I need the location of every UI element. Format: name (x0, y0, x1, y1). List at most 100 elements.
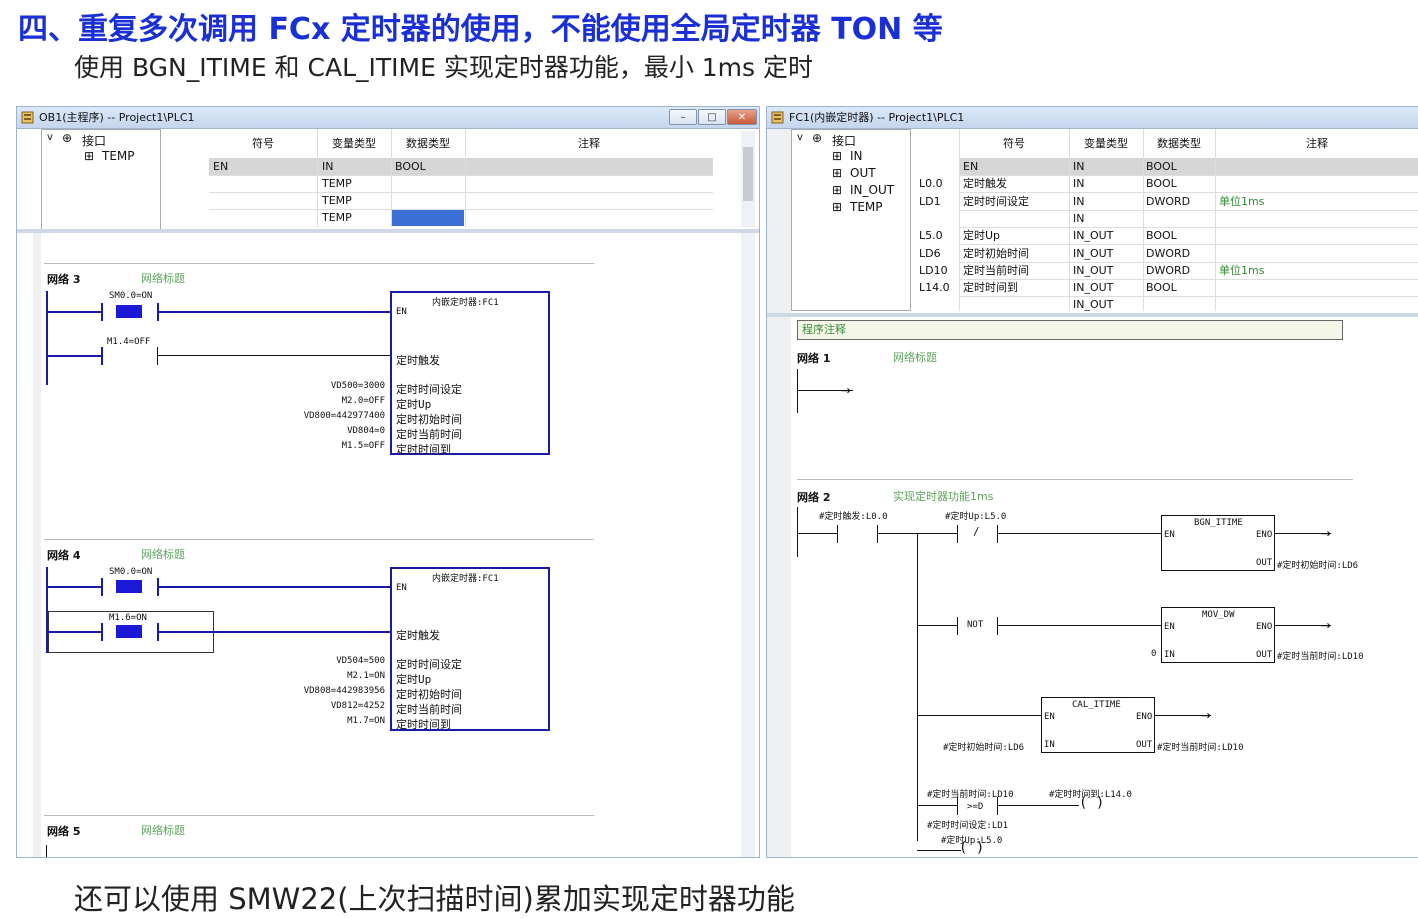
tree-item-in[interactable]: IN (850, 149, 863, 163)
variable-icon: ⊞ (832, 183, 843, 197)
variable-icon: ⊞ (84, 149, 95, 163)
tree-item-temp[interactable]: TEMP (102, 149, 135, 163)
cell-vartype[interactable]: IN (1073, 211, 1085, 225)
tree-item-in-out[interactable]: IN_OUT (850, 183, 895, 197)
cell-comment[interactable]: 单位1ms (1219, 194, 1265, 208)
arrow-end-icon: → (1321, 615, 1331, 634)
cell-vartype[interactable]: IN_OUT (1073, 229, 1114, 243)
scroll-thumb[interactable] (743, 147, 753, 201)
contact-on-indicator (116, 625, 142, 638)
active-cell[interactable] (392, 210, 464, 226)
minimize-button[interactable]: – (669, 109, 697, 125)
cell-datatype[interactable]: BOOL (395, 160, 426, 173)
tree-item-temp[interactable]: TEMP (850, 200, 883, 214)
cell-addr[interactable]: L5.0 (919, 229, 943, 243)
row-divider (209, 209, 713, 210)
row-divider (959, 261, 1418, 263)
column-divider (1143, 129, 1144, 311)
cal-itime-block[interactable]: CAL_ITIME EN ENO IN OUT (1041, 697, 1155, 753)
param-value: M2.0=OFF (341, 396, 385, 406)
splitter[interactable] (17, 229, 759, 233)
cell-symbol[interactable]: 定时时间到 (963, 281, 1018, 295)
network-2-label[interactable]: 网络 2 (797, 491, 831, 504)
contact-left (101, 303, 103, 321)
network-3-title[interactable]: 网络标题 (141, 272, 185, 285)
network-5-label[interactable]: 网络 5 (47, 825, 81, 838)
branch-wire (917, 533, 918, 841)
cell-symbol[interactable]: EN (213, 160, 229, 173)
cell-vartype[interactable]: IN (1073, 177, 1085, 191)
tree-item-interface[interactable]: 接口 (82, 134, 107, 148)
maximize-button[interactable]: □ (698, 109, 726, 125)
cell-addr[interactable]: L14.0 (919, 281, 950, 295)
network-3-label[interactable]: 网络 3 (47, 273, 81, 286)
cell-addr[interactable]: LD1 (919, 194, 941, 208)
cell-symbol[interactable]: EN (963, 160, 979, 173)
cell-datatype[interactable]: BOOL (1146, 281, 1177, 295)
network-2-title[interactable]: 实现定时器功能1ms (893, 490, 994, 503)
param-value: M2.1=ON (347, 671, 385, 681)
network-4-label[interactable]: 网络 4 (47, 549, 81, 562)
program-comment[interactable]: 程序注释 (797, 320, 1343, 340)
cell-symbol[interactable]: 定时时间设定 (963, 194, 1029, 208)
fc1-titlebar[interactable]: FC1(内嵌定时器) -- Project1\PLC1 (767, 107, 1418, 129)
wire (157, 311, 391, 313)
row-divider (209, 175, 713, 176)
cell-vartype[interactable]: TEMP (322, 177, 352, 190)
pin-out: OUT (1256, 650, 1273, 660)
bgn-itime-block[interactable]: BGN_ITIME EN ENO OUT (1161, 515, 1275, 571)
cell-addr[interactable]: L0.0 (919, 177, 943, 191)
close-button[interactable]: ✕ (727, 109, 757, 125)
cell-symbol[interactable]: 定时Up (963, 229, 1001, 243)
cell-vartype[interactable]: IN (1073, 160, 1085, 173)
table-scrollbar[interactable] (741, 131, 755, 227)
ob1-titlebar[interactable]: OB1(主程序) -- Project1\PLC1 (17, 107, 759, 129)
column-divider (959, 129, 960, 311)
tree-expand-icon[interactable]: v (797, 132, 803, 143)
cell-vartype[interactable]: IN_OUT (1073, 263, 1114, 277)
cell-vartype[interactable]: IN_OUT (1073, 281, 1114, 295)
not-label: NOT (967, 620, 984, 630)
negated-contact-symbol: / (973, 525, 980, 538)
row-divider (959, 278, 1418, 280)
cell-symbol[interactable]: 定时初始时间 (963, 246, 1029, 260)
network-1-label[interactable]: 网络 1 (797, 352, 831, 365)
row-divider (959, 192, 1418, 194)
fc1-window: FC1(内嵌定时器) -- Project1\PLC1 v ⊕ 接口 ⊞ IN … (766, 106, 1418, 858)
tree-item-out[interactable]: OUT (850, 166, 876, 180)
row-divider (959, 244, 1418, 246)
cell-datatype[interactable]: DWORD (1146, 194, 1191, 208)
cell-datatype[interactable]: BOOL (1146, 160, 1177, 173)
cell-datatype[interactable]: DWORD (1146, 246, 1191, 260)
cell-vartype[interactable]: IN_OUT (1073, 298, 1114, 312)
splitter[interactable] (767, 313, 1418, 317)
cell-datatype[interactable]: BOOL (1146, 229, 1177, 243)
column-header-comment: 注释 (1306, 137, 1328, 150)
wire (46, 355, 102, 357)
tree-item-interface[interactable]: 接口 (832, 134, 857, 148)
cell-vartype[interactable]: IN (1073, 194, 1085, 208)
tree-expand-icon[interactable]: v (47, 132, 53, 143)
cell-addr[interactable]: LD6 (919, 246, 941, 260)
cell-datatype[interactable]: BOOL (1146, 177, 1177, 191)
editor-scrollbar[interactable] (741, 233, 755, 857)
network-4-title[interactable]: 网络标题 (141, 548, 185, 561)
fc1-block[interactable]: 内嵌定时器:FC1 EN 定时触发 定时时间设定 定时Up 定时初始时间 定时当… (390, 567, 550, 731)
cell-vartype[interactable]: IN (322, 160, 334, 173)
network-1-title[interactable]: 网络标题 (893, 351, 937, 364)
cell-comment[interactable]: 单位1ms (1219, 263, 1265, 277)
cell-vartype[interactable]: IN_OUT (1073, 246, 1114, 260)
cell-vartype[interactable]: TEMP (322, 194, 352, 207)
cell-symbol[interactable]: 定时触发 (963, 177, 1007, 191)
column-divider (317, 129, 318, 227)
cell-addr[interactable]: LD10 (919, 263, 948, 277)
network-5-title[interactable]: 网络标题 (141, 824, 185, 837)
cell-symbol[interactable]: 定时当前时间 (963, 263, 1029, 277)
cell-datatype[interactable]: DWORD (1146, 263, 1191, 277)
fc1-block[interactable]: 内嵌定时器:FC1 EN 定时触发 定时时间设定 定时Up 定时初始时间 定时当… (390, 291, 550, 456)
mov-dw-block[interactable]: MOV_DW EN ENO IN OUT (1161, 607, 1275, 663)
cell-vartype[interactable]: TEMP (322, 211, 352, 224)
param-value: VD812=4252 (330, 701, 385, 711)
contact-left (837, 525, 838, 543)
